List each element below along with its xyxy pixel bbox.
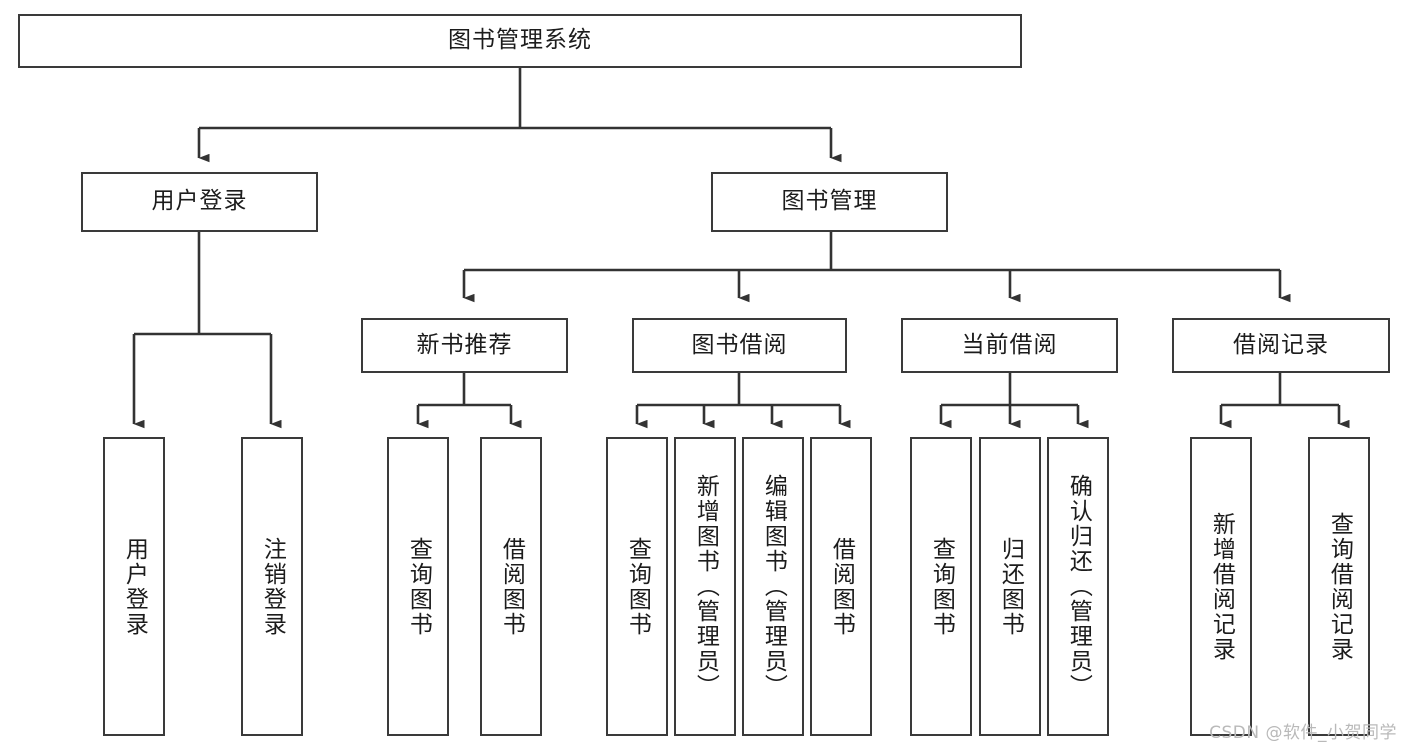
node-label: 借阅图书 [828, 536, 855, 637]
node-leaf-query-book-borrow[interactable]: 查询图书 [606, 437, 668, 736]
node-label: 新书推荐 [416, 331, 513, 358]
node-leaf-query-book-recommend[interactable]: 查询图书 [387, 437, 449, 736]
node-label: 借阅图书 [498, 536, 525, 637]
watermark: CSDN @软件_小贺同学 [1209, 723, 1397, 743]
node-label: 用户登录 [151, 188, 248, 215]
node-leaf-edit-book-admin[interactable]: 编辑图书（管理员） [742, 437, 804, 736]
node-label: 新增借阅记录 [1208, 511, 1235, 662]
node-root-book-management-system[interactable]: 图书管理系统 [18, 14, 1022, 68]
node-label: 查询图书 [928, 536, 955, 637]
node-leaf-query-borrow-record[interactable]: 查询借阅记录 [1308, 437, 1370, 736]
node-current-borrow[interactable]: 当前借阅 [901, 318, 1118, 373]
node-label: 借阅记录 [1233, 331, 1329, 358]
node-label: 查询图书 [405, 536, 432, 637]
node-label: 查询借阅记录 [1326, 511, 1353, 662]
node-label: 确认归还（管理员） [1065, 474, 1092, 699]
node-borrow-record[interactable]: 借阅记录 [1172, 318, 1390, 373]
node-new-book-recommend[interactable]: 新书推荐 [361, 318, 568, 373]
node-leaf-query-book-current[interactable]: 查询图书 [910, 437, 972, 736]
node-leaf-return-book[interactable]: 归还图书 [979, 437, 1041, 736]
node-label: 图书管理系统 [448, 27, 592, 54]
node-user-login[interactable]: 用户登录 [81, 172, 318, 232]
node-leaf-user-login[interactable]: 用户登录 [103, 437, 165, 736]
node-leaf-add-borrow-record[interactable]: 新增借阅记录 [1190, 437, 1252, 736]
node-book-borrow[interactable]: 图书借阅 [632, 318, 847, 373]
node-label: 用户登录 [121, 536, 148, 637]
node-label: 图书借阅 [691, 331, 788, 358]
node-label: 图书管理 [781, 188, 878, 215]
node-leaf-add-book-admin[interactable]: 新增图书（管理员） [674, 437, 736, 736]
node-leaf-logout[interactable]: 注销登录 [241, 437, 303, 736]
node-label: 注销登录 [259, 536, 286, 637]
node-book-management[interactable]: 图书管理 [711, 172, 948, 232]
node-label: 编辑图书（管理员） [760, 474, 787, 699]
node-label: 归还图书 [997, 536, 1024, 637]
node-label: 当前借阅 [961, 331, 1058, 358]
node-leaf-borrow-book[interactable]: 借阅图书 [810, 437, 872, 736]
node-label: 新增图书（管理员） [692, 474, 719, 699]
node-label: 查询图书 [624, 536, 651, 637]
node-leaf-confirm-return-admin[interactable]: 确认归还（管理员） [1047, 437, 1109, 736]
node-leaf-borrow-book-recommend[interactable]: 借阅图书 [480, 437, 542, 736]
